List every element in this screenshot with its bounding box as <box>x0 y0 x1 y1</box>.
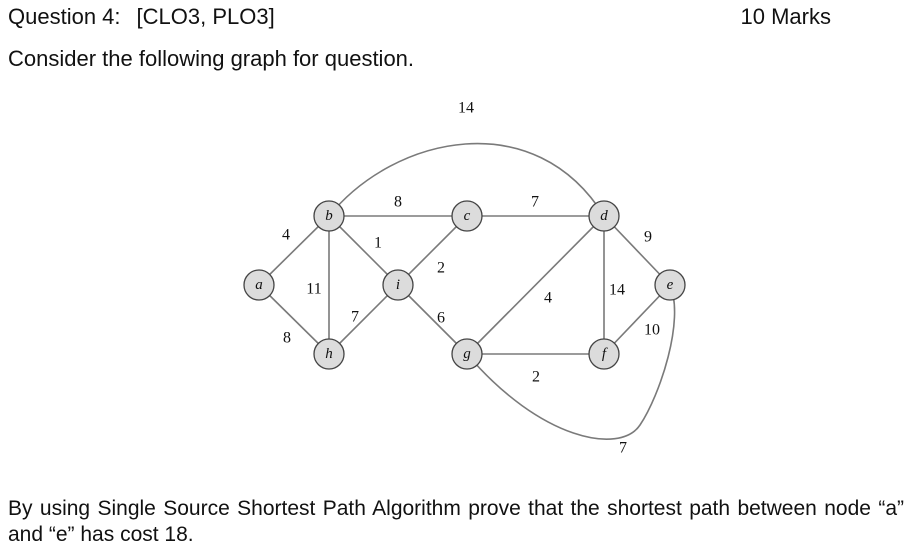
edge-weight-c-d: 7 <box>531 194 539 211</box>
question-prompt: By using Single Source Shortest Path Alg… <box>8 497 904 546</box>
node-label-c: c <box>464 208 471 224</box>
node-circle-e <box>654 269 686 301</box>
graph-edge-b-i <box>328 215 399 286</box>
node-label-d: d <box>600 208 608 224</box>
node-circle-b <box>313 200 345 232</box>
node-label-i: i <box>396 277 400 293</box>
node-circle-d <box>588 200 620 232</box>
graph-edge-d-e <box>603 215 671 286</box>
graph-node-g: g <box>451 338 483 370</box>
edge-weight-i-c: 2 <box>437 260 445 277</box>
node-label-g: g <box>463 346 471 362</box>
edge-weight-g-d: 4 <box>544 290 552 307</box>
edge-weight-b-d: 14 <box>458 100 474 117</box>
graph-nodes: a b c d e f g h i <box>243 200 686 370</box>
graph-node-d: d <box>588 200 620 232</box>
node-circle-a <box>243 269 275 301</box>
node-circle-g <box>451 338 483 370</box>
node-label-a: a <box>255 277 263 293</box>
graph-node-c: c <box>451 200 483 232</box>
graph-edge-h-i <box>328 284 399 355</box>
question-tags: [CLO3, PLO3] <box>136 4 275 29</box>
node-label-b: b <box>325 208 333 224</box>
graph-weights: 4 8 11 8 1 14 7 2 6 7 4 2 14 9 10 7 <box>282 100 660 457</box>
edge-weight-b-i: 1 <box>374 235 382 252</box>
graph-edge-a-h <box>258 284 330 355</box>
graph-edge-f-e <box>603 284 671 355</box>
edge-weight-f-e: 10 <box>644 322 660 339</box>
node-circle-f <box>588 338 620 370</box>
edge-weight-g-e: 7 <box>619 440 627 457</box>
edge-weight-b-h: 11 <box>306 281 321 298</box>
graph-node-b: b <box>313 200 345 232</box>
graph-edge-a-b <box>258 215 330 286</box>
edge-weight-b-c: 8 <box>394 194 402 211</box>
graph-node-h: h <box>313 338 345 370</box>
node-circle-i <box>382 269 414 301</box>
graph-edge-g-e <box>466 284 676 440</box>
graph-node-e: e <box>654 269 686 301</box>
edge-weight-h-i: 7 <box>351 309 359 326</box>
question-intro: Consider the following graph for questio… <box>8 46 415 71</box>
node-label-f: f <box>602 346 608 362</box>
question-heading: Question 4: [CLO3, PLO3] <box>8 4 275 30</box>
edge-weight-a-b: 4 <box>282 227 290 244</box>
edge-weight-i-g: 6 <box>437 310 445 327</box>
node-label-h: h <box>325 346 333 362</box>
question-marks: 10 Marks <box>740 4 831 29</box>
node-circle-c <box>451 200 483 232</box>
node-circle-h <box>313 338 345 370</box>
graph-node-f: f <box>588 338 620 370</box>
edge-weight-d-f: 14 <box>609 282 625 299</box>
graph-edges <box>258 142 676 440</box>
edge-weight-a-h: 8 <box>283 330 291 347</box>
graph-node-i: i <box>382 269 414 301</box>
question-number: Question 4: <box>8 4 121 29</box>
graph-node-a: a <box>243 269 275 301</box>
graph-edge-i-c <box>397 215 468 286</box>
node-label-e: e <box>667 277 674 293</box>
edge-weight-d-e: 9 <box>644 229 652 246</box>
edge-weight-g-f: 2 <box>532 369 540 386</box>
graph-edge-g-d <box>466 215 605 355</box>
graph-edge-b-d <box>328 142 605 217</box>
graph-edge-i-g <box>397 284 468 355</box>
